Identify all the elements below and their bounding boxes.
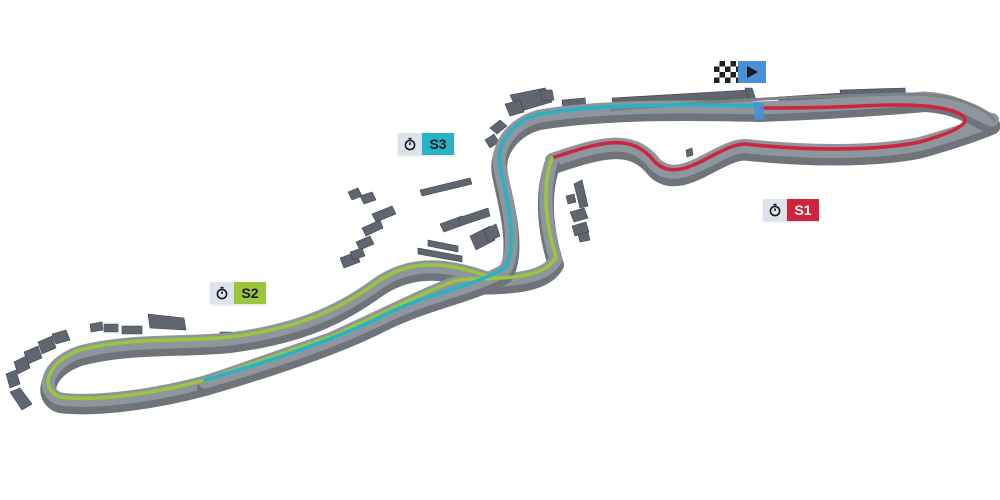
sector-label-s1: S1 <box>787 199 819 221</box>
sector-label-s3: S3 <box>422 133 454 155</box>
checkered-flag-icon <box>714 61 738 83</box>
start-finish-line <box>753 101 765 121</box>
start-finish-badge[interactable] <box>714 61 766 83</box>
sector-badge-s1[interactable]: S1 <box>763 199 819 221</box>
sector-badge-s3[interactable]: S3 <box>398 133 454 155</box>
sector-1-line <box>550 103 967 172</box>
stopwatch-icon <box>398 133 422 155</box>
sector-2-line <box>46 156 558 401</box>
sector-label-s2: S2 <box>234 282 266 304</box>
track-wall <box>40 91 1000 415</box>
stopwatch-icon <box>210 282 234 304</box>
stopwatch-icon <box>763 199 787 221</box>
sector-badge-s2[interactable]: S2 <box>210 282 266 304</box>
sector-3-line <box>203 103 762 382</box>
buildings <box>5 87 907 411</box>
play-icon <box>738 61 766 83</box>
